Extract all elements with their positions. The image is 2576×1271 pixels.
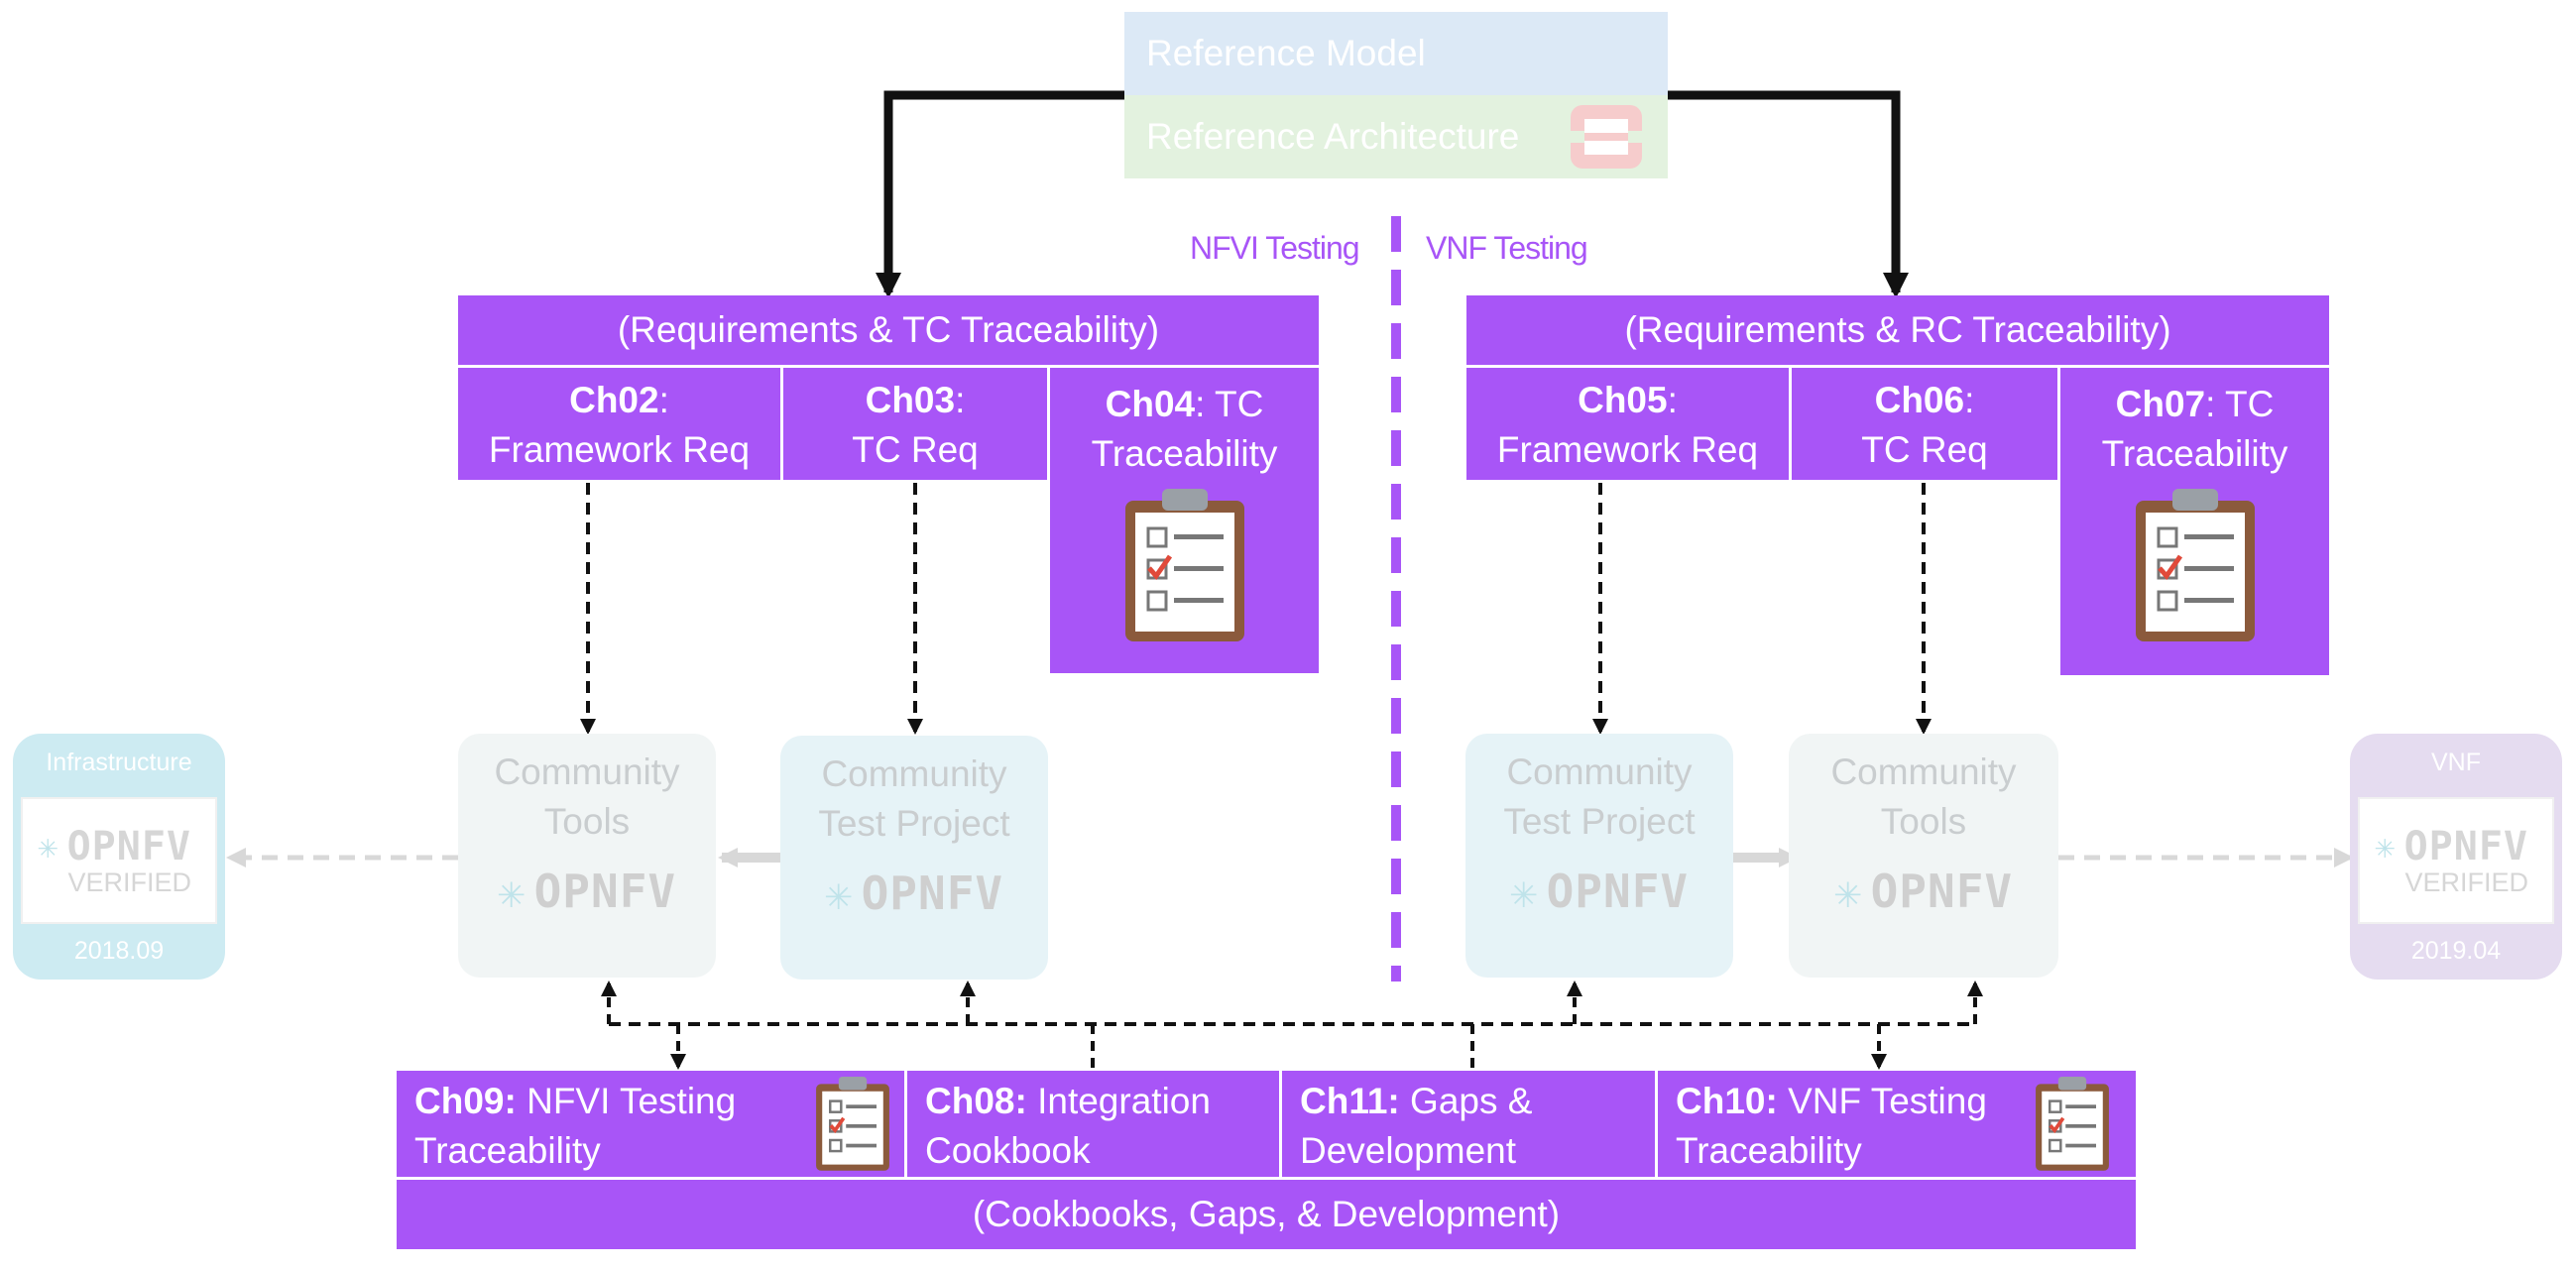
opnfv-logo-icon: ✳OPNFV: [2375, 823, 2528, 869]
ch04-suffix: : TC: [1195, 384, 1264, 424]
community-test-left-l2: Test Project: [818, 803, 1010, 844]
ch02-number: Ch02: [569, 380, 659, 420]
ref-to-right-arrow: [1666, 90, 1909, 298]
ch04-number: Ch04: [1105, 384, 1196, 424]
ch02-suffix: :: [658, 380, 669, 420]
community-tools-right-l1: Community: [1830, 751, 2017, 792]
ch10-box[interactable]: Ch10: VNF Testing Traceability: [1658, 1071, 2136, 1177]
ref-to-left-arrow: [876, 90, 1126, 298]
reference-architecture-box: Reference Architecture: [1124, 95, 1668, 178]
community-test-right-l1: Community: [1506, 751, 1693, 792]
ch09-title: NFVI Testing: [516, 1081, 737, 1121]
opnfv-logo-icon: ✳OPNFV: [38, 823, 191, 869]
ch03-suffix: :: [955, 380, 966, 420]
reference-architecture-label: Reference Architecture: [1146, 116, 1520, 157]
ch10-title-line2: Traceability: [1676, 1130, 1862, 1171]
clipboard-checklist-icon: [2135, 489, 2255, 641]
ch05-suffix: :: [1667, 380, 1678, 420]
ch08-title: Integration: [1026, 1081, 1211, 1121]
openstack-logo-icon: [1571, 105, 1642, 169]
ch10-title: VNF Testing: [1777, 1081, 1987, 1121]
right-group-header: (Requirements & RC Traceability): [1466, 295, 2329, 365]
ch02-box[interactable]: Ch02: Framework Req: [458, 368, 780, 480]
ch11-number: Ch11:: [1300, 1081, 1400, 1121]
opnfv-logo-icon: ✳OPNFV: [497, 865, 677, 918]
ch03-title: TC Req: [852, 429, 979, 470]
left-group-header: (Requirements & TC Traceability): [458, 295, 1319, 365]
ch08-title-line2: Cookbook: [925, 1130, 1091, 1171]
ch09-number: Ch09:: [414, 1081, 517, 1121]
ch08-number: Ch08:: [925, 1081, 1027, 1121]
clipboard-checklist-icon: [816, 1077, 889, 1171]
community-test-project-left: Community Test Project ✳OPNFV: [780, 736, 1048, 980]
right-group-header-text: (Requirements & RC Traceability): [1624, 309, 2171, 350]
ch08-box[interactable]: Ch08: Integration Cookbook: [907, 1071, 1279, 1177]
ch04-title: Traceability: [1091, 433, 1278, 474]
opnfv-logo-icon: ✳OPNFV: [824, 867, 1004, 920]
ch10-number: Ch10:: [1676, 1081, 1778, 1121]
bottom-footer: (Cookbooks, Gaps, & Development): [397, 1180, 2136, 1249]
community-test-left-l1: Community: [821, 753, 1007, 794]
clipboard-checklist-icon: [1124, 489, 1244, 641]
infrastructure-badge-version: 2018.09: [73, 936, 165, 965]
ch03-box[interactable]: Ch03: TC Req: [783, 368, 1047, 480]
reference-model-box: Reference Model: [1124, 12, 1668, 95]
ch06-title: TC Req: [1861, 429, 1988, 470]
opnfv-logo-icon: ✳OPNFV: [1509, 865, 1690, 918]
ch07-number: Ch07: [2115, 384, 2206, 424]
vnf-badge-version: 2019.04: [2410, 936, 2502, 965]
community-test-project-right: Community Test Project ✳OPNFV: [1465, 734, 1733, 978]
community-tools-right-l2: Tools: [1880, 801, 1967, 842]
ch07-suffix: : TC: [2205, 384, 2275, 424]
ch05-box[interactable]: Ch05: Framework Req: [1466, 368, 1789, 480]
verified-label: VERIFIED: [67, 867, 191, 897]
opnfv-logo-icon: ✳OPNFV: [1833, 865, 2014, 918]
ch06-suffix: :: [1964, 380, 1975, 420]
nfvi-testing-label: NFVI Testing: [1190, 230, 1360, 266]
vnf-testing-label: VNF Testing: [1426, 230, 1588, 266]
infrastructure-badge-logo: ✳OPNFV VERIFIED: [21, 797, 217, 924]
verified-label: VERIFIED: [2404, 867, 2528, 897]
ch05-number: Ch05: [1578, 380, 1668, 420]
ch06-box[interactable]: Ch06: TC Req: [1792, 368, 2057, 480]
community-tools-left-l1: Community: [494, 751, 680, 792]
vnf-badge: VNF ✳OPNFV VERIFIED 2019.04: [2350, 734, 2562, 980]
bottom-footer-text: (Cookbooks, Gaps, & Development): [972, 1194, 1561, 1234]
ch05-title: Framework Req: [1496, 429, 1759, 470]
left-group-header-text: (Requirements & TC Traceability): [617, 309, 1160, 350]
vnf-badge-logo: ✳OPNFV VERIFIED: [2358, 797, 2554, 924]
community-tools-left-l2: Tools: [543, 801, 631, 842]
ch06-number: Ch06: [1874, 380, 1965, 420]
infrastructure-badge: Infrastructure ✳OPNFV VERIFIED 2018.09: [13, 734, 225, 980]
clipboard-checklist-icon: [2036, 1077, 2109, 1171]
ch09-title-line2: Traceability: [414, 1130, 601, 1171]
reference-model-label: Reference Model: [1146, 33, 1426, 73]
community-test-right-l2: Test Project: [1503, 801, 1696, 842]
ch11-title: Gaps &: [1399, 1081, 1533, 1121]
ch04-box[interactable]: Ch04: TC Traceability: [1050, 368, 1319, 673]
ch09-box[interactable]: Ch09: NFVI Testing Traceability: [397, 1071, 904, 1177]
community-tools-right: Community Tools ✳OPNFV: [1789, 734, 2058, 978]
ch11-title-line2: Development: [1300, 1130, 1517, 1171]
ch03-number: Ch03: [865, 380, 956, 420]
ch02-title: Framework Req: [488, 429, 751, 470]
ch07-box[interactable]: Ch07: TC Traceability: [2060, 368, 2329, 675]
infrastructure-badge-title: Infrastructure: [46, 748, 192, 776]
ch11-box[interactable]: Ch11: Gaps & Development: [1282, 1071, 1655, 1177]
vnf-badge-title: VNF: [2431, 748, 2481, 776]
community-tools-left: Community Tools ✳OPNFV: [458, 734, 716, 978]
ch07-title: Traceability: [2101, 433, 2288, 474]
